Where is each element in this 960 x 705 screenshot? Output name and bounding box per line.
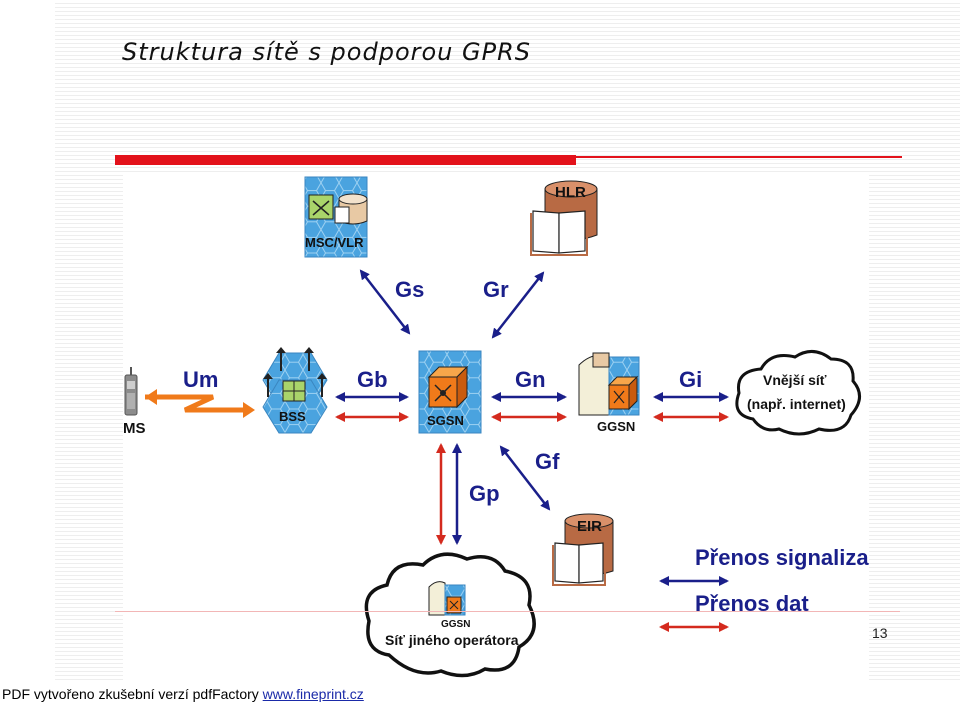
footer-divider — [115, 611, 900, 612]
cloud-icon — [735, 350, 861, 436]
gp-interface: Gp — [436, 443, 500, 545]
gf-label: Gf — [535, 449, 560, 474]
gs-label: Gs — [395, 277, 424, 302]
pdf-footer: PDF vytvořeno zkušební verzí pdfFactory … — [2, 686, 364, 702]
gs-signaling-arrow — [359, 269, 411, 335]
gb-label: Gb — [357, 367, 388, 392]
antenna-icon — [263, 347, 327, 397]
gn-interface: Gn — [491, 367, 567, 422]
gf-signaling-arrow — [499, 445, 551, 511]
ggsn-label: GGSN — [597, 419, 635, 434]
external-network-label-2: (např. internet) — [747, 396, 846, 412]
legend-signaling-label: Přenos signalizace — [695, 545, 869, 570]
gi-interface: Gi — [653, 367, 729, 422]
title-underline-thin — [576, 156, 902, 158]
router-cube-icon — [427, 365, 469, 409]
gs-interface: Gs — [359, 269, 424, 335]
eir-label: EIR — [577, 518, 602, 535]
book-icon — [530, 210, 588, 256]
hlr-label: HLR — [555, 184, 586, 201]
fineprint-link[interactable]: www.fineprint.cz — [262, 686, 364, 702]
other-operator-label: Síť jiného operátora — [385, 632, 519, 648]
sgsn-node: SGSN — [418, 350, 482, 434]
gr-signaling-arrow — [491, 271, 545, 339]
legend-data-label: Přenos dat — [695, 591, 809, 616]
eir-node: EIR — [552, 513, 614, 586]
external-network-label-1: Vnější síť — [763, 372, 827, 388]
sgsn-label: SGSN — [427, 413, 464, 428]
ms-node: MS — [123, 367, 146, 437]
um-link: Um — [145, 367, 255, 418]
um-label: Um — [183, 367, 218, 392]
other-operator-cloud: GGSN Síť jiného operátora — [364, 552, 536, 678]
msc-vlr-node: MSC/VLR — [304, 176, 368, 258]
ms-label: MS — [123, 420, 146, 437]
eir-book-icon — [552, 542, 606, 586]
gf-interface: Gf — [499, 445, 560, 511]
bss-node: BSS — [262, 347, 328, 434]
msc-vlr-label: MSC/VLR — [305, 235, 364, 250]
other-ggsn-icon — [428, 581, 466, 616]
gp-label: Gp — [469, 481, 500, 506]
title-underline-bar — [115, 155, 576, 165]
bss-label: BSS — [279, 409, 306, 424]
slide-title: Struktura sítě s podporou GPRS — [122, 38, 531, 66]
radio-link-icon — [145, 394, 251, 413]
gr-interface: Gr — [483, 271, 545, 339]
switch-icon — [308, 194, 334, 220]
pdf-footer-text: PDF vytvořeno zkušební verzí pdfFactory — [2, 686, 259, 702]
gn-label: Gn — [515, 367, 546, 392]
other-ggsn-label: GGSN — [441, 619, 470, 630]
external-network-cloud: Vnější síť (např. internet) — [735, 350, 861, 436]
page-number: 13 — [872, 625, 888, 641]
gprs-network-diagram: MS Um BSS Gb — [123, 175, 869, 680]
hlr-node: HLR — [530, 180, 598, 256]
gi-label: Gi — [679, 367, 702, 392]
ggsn-node: GGSN — [578, 352, 640, 434]
gb-interface: Gb — [335, 367, 409, 422]
gr-label: Gr — [483, 277, 509, 302]
legend: Přenos signalizace Přenos dat — [659, 545, 869, 632]
